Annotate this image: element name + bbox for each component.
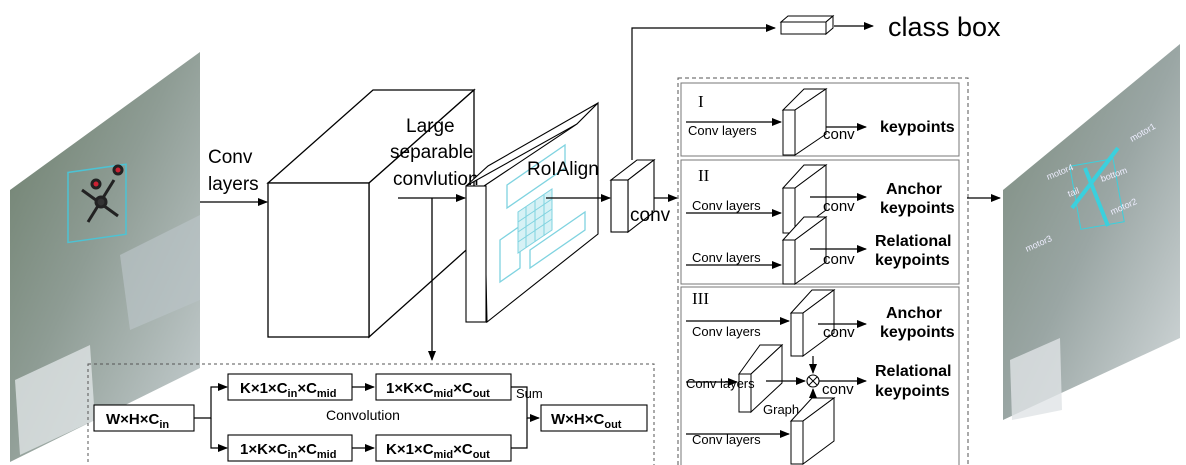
panel-iii-conv-a: conv [823, 324, 855, 341]
class-block [781, 16, 833, 34]
panel-ii-out-b-1: Relational [875, 233, 951, 250]
panel-iii-out-a-1: Anchor [886, 305, 942, 322]
panel-ii-conv-a: conv [823, 198, 855, 215]
panel-ii-number: II [698, 166, 710, 185]
panel-iii: III Conv layers conv Anchor keypoints Co… [681, 287, 959, 465]
output-image: motor4 motor1 motor3 motor2 bottom tail [1003, 44, 1180, 420]
panel-i-conv-label: conv [823, 126, 855, 143]
panel-ii-out-b-2: keypoints [875, 252, 950, 269]
panel-i-input-label: Conv layers [688, 123, 757, 138]
panel-ii-out-a-2: keypoints [880, 200, 955, 217]
input-image [10, 52, 200, 462]
convolution-label: Convolution [326, 407, 400, 423]
panel-ii-input-a: Conv layers [692, 198, 761, 213]
lsc-label-1: Large [406, 116, 455, 137]
panel-iii-out-b-2: keypoints [875, 383, 950, 400]
panel-ii-conv-b: conv [823, 251, 855, 268]
panel-iii-input-a: Conv layers [692, 324, 761, 339]
panel-i: I Conv layers conv keypoints [681, 83, 959, 156]
roialign-label: RoIAlign [527, 159, 599, 180]
panel-ii: II Conv layers conv Anchor keypoints Con… [681, 160, 959, 284]
sum-label: Sum [516, 386, 543, 401]
conv-layers-label-1: Conv [208, 147, 253, 168]
panel-iii-out-b-1: Relational [875, 363, 951, 380]
panel-i-number: I [698, 92, 704, 111]
lsc-label-2: separable [390, 142, 473, 163]
conv-layers-label-2: layers [208, 174, 259, 195]
panel-ii-input-b: Conv layers [692, 250, 761, 265]
panel-iii-out-a-2: keypoints [880, 324, 955, 341]
panel-iii-number: III [692, 289, 709, 308]
conv-label-main: conv [630, 205, 671, 226]
panel-iii-conv-b: conv [822, 381, 854, 398]
panel-iii-input-c: Conv layers [692, 432, 761, 447]
panel-ii-out-a-1: Anchor [886, 181, 942, 198]
panel-iii-input-b: Conv layers [686, 376, 755, 391]
panel-iii-graph-label: Graph [763, 402, 799, 417]
class-box-label: class box [888, 12, 1001, 42]
panel-i-output-label: keypoints [880, 119, 955, 136]
